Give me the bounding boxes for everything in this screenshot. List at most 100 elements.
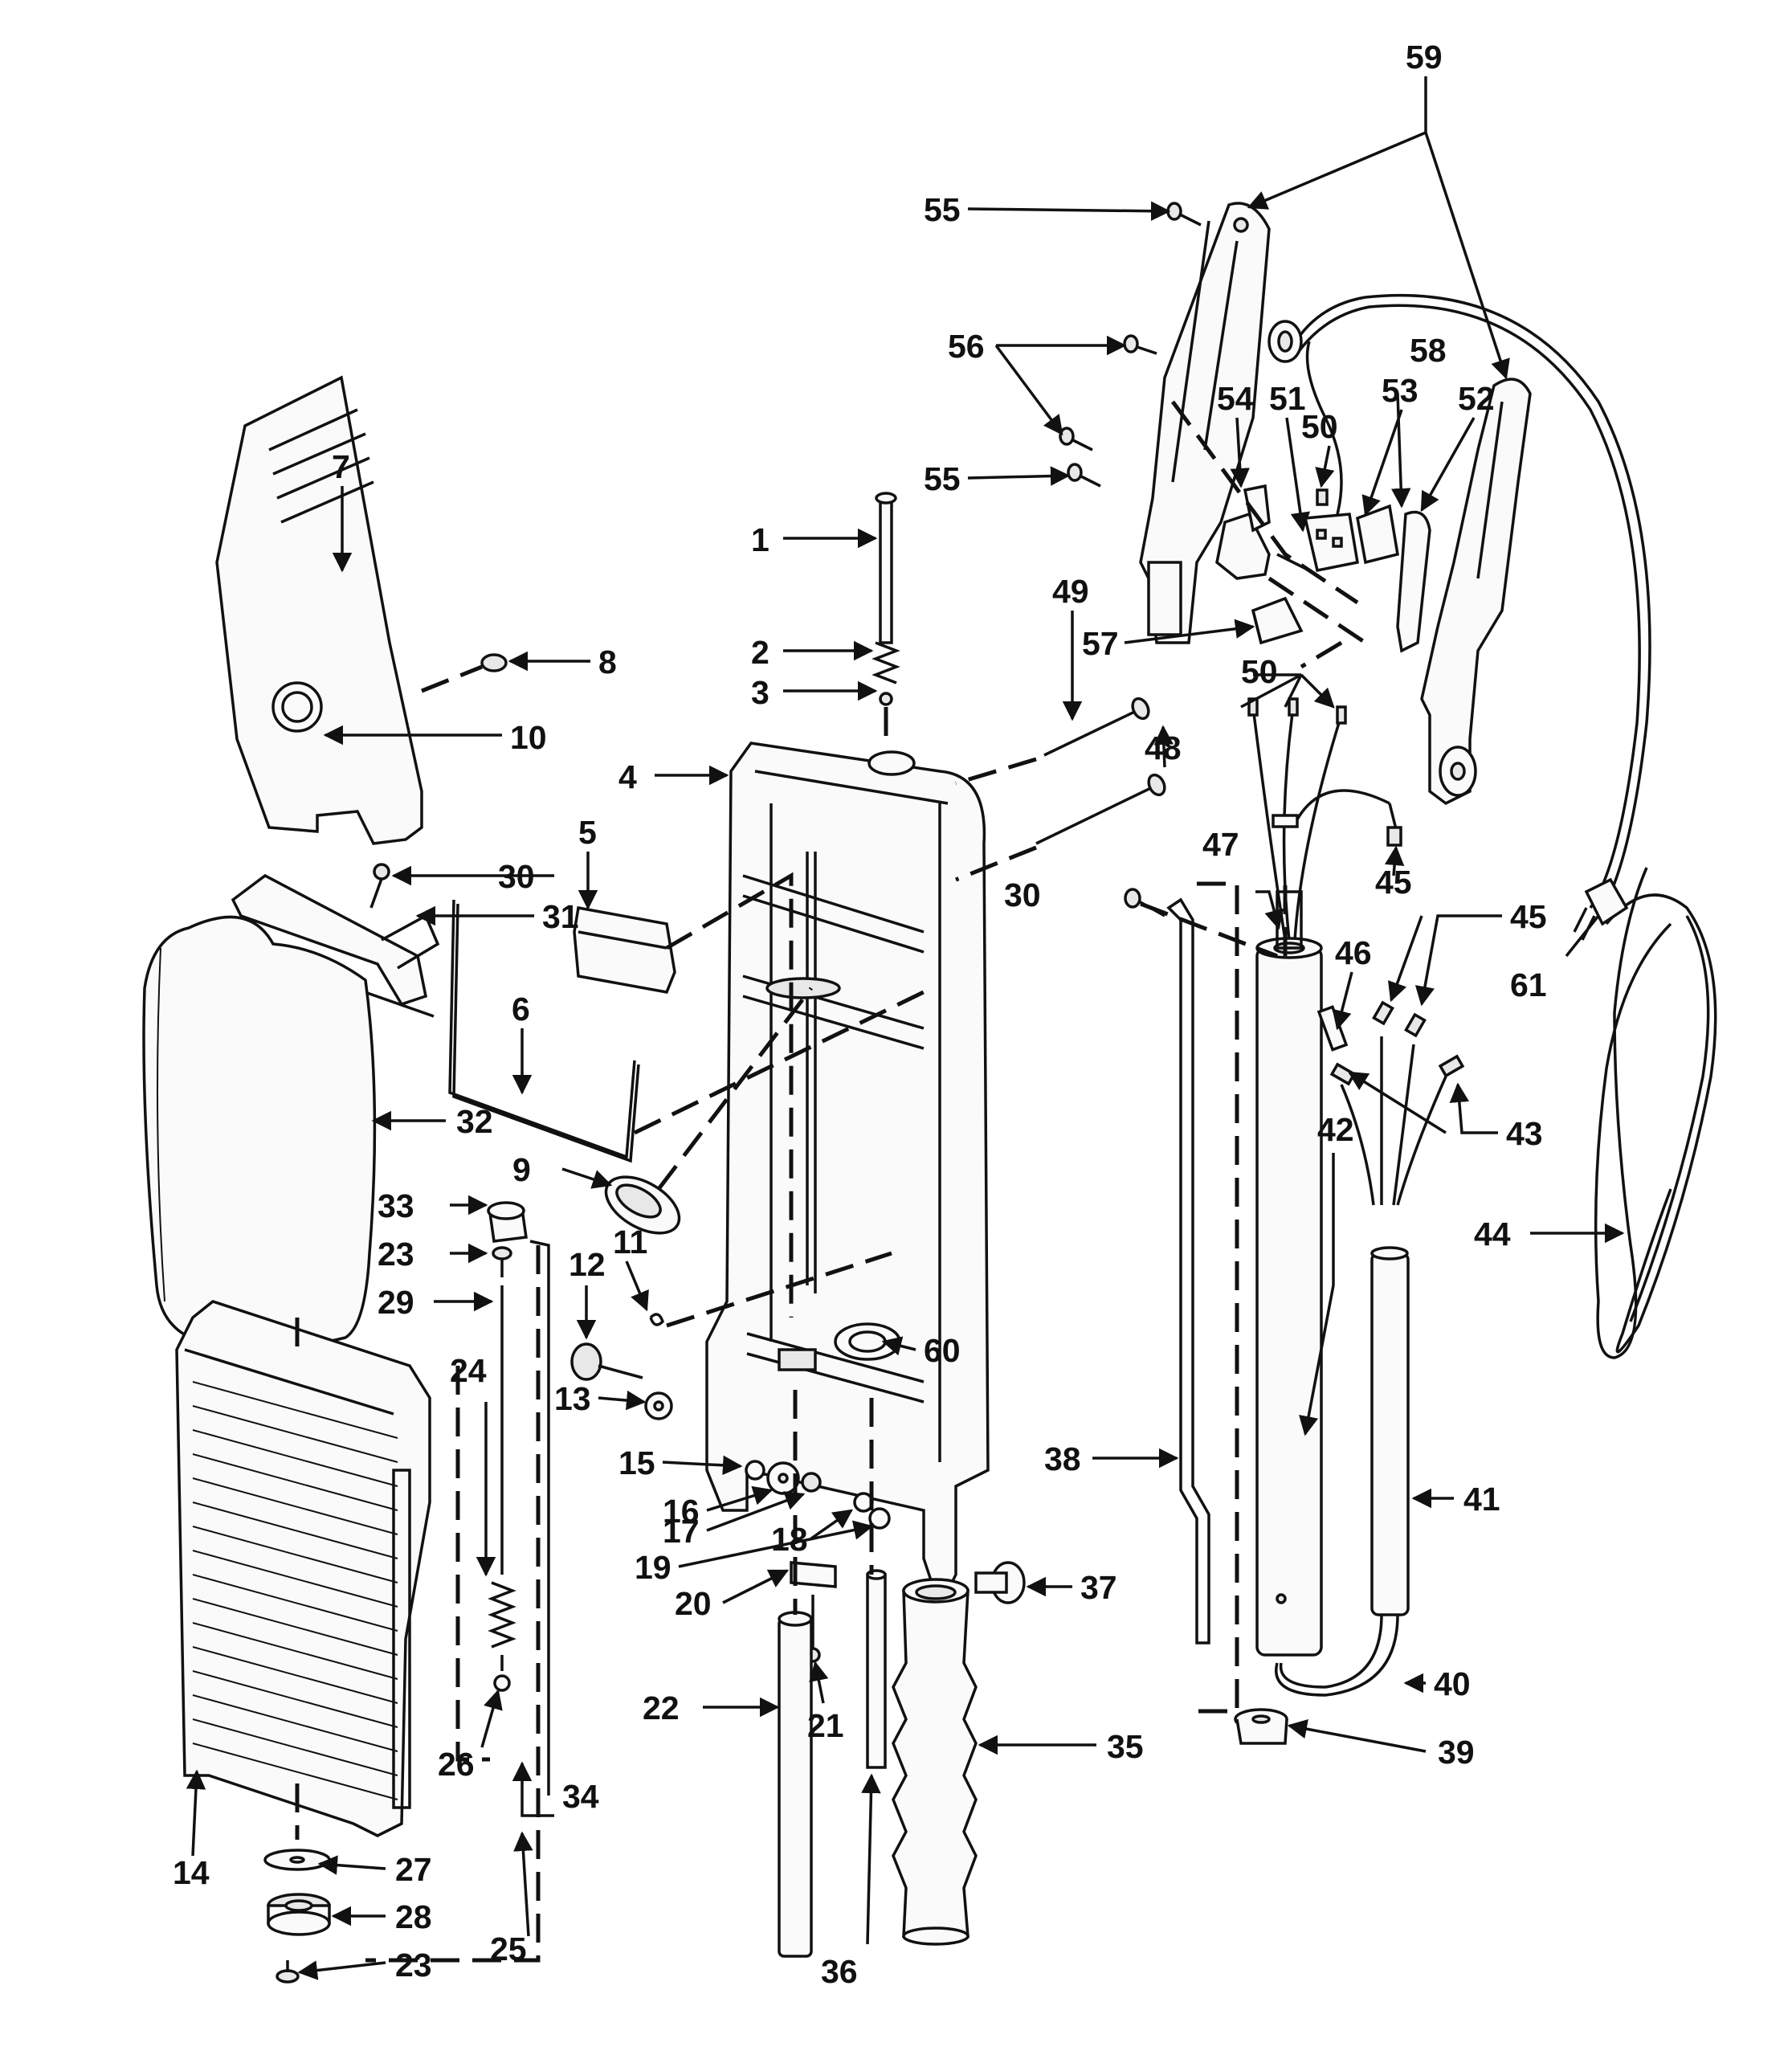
- callout-37: 37: [1080, 1569, 1117, 1606]
- callout-50b: 50: [1241, 653, 1278, 690]
- callout-5: 5: [578, 814, 597, 851]
- callout-39: 39: [1438, 1734, 1475, 1771]
- leader-lines: [186, 76, 1625, 1980]
- callout-23a: 23: [378, 1236, 414, 1273]
- callout-52: 52: [1458, 380, 1495, 417]
- callout-15: 15: [618, 1444, 655, 1481]
- callout-40: 40: [1434, 1665, 1471, 1702]
- callout-47: 47: [1202, 826, 1239, 863]
- callout-6: 6: [512, 991, 530, 1028]
- callout-59: 59: [1406, 39, 1443, 76]
- part-36-rod: [866, 1569, 887, 1769]
- callout-22: 22: [643, 1689, 680, 1726]
- callout-45a: 45: [1375, 864, 1412, 901]
- part-42-main-tube: [1255, 937, 1323, 1657]
- callout-27: 27: [395, 1851, 432, 1888]
- part-14-bag-housing: [175, 1300, 431, 1837]
- callout-24: 24: [450, 1352, 487, 1389]
- part-32-dust-bag: [142, 915, 377, 1350]
- part-24-spring: [488, 1581, 516, 1649]
- callout-57: 57: [1082, 625, 1119, 662]
- callout-35: 35: [1107, 1728, 1144, 1765]
- part-11-clip: [649, 1313, 665, 1326]
- part-54-switch-knob: [1215, 484, 1271, 580]
- callout-12: 12: [569, 1246, 606, 1283]
- part-1-rod: [875, 492, 897, 644]
- part-58-plate: [1356, 504, 1399, 565]
- part-20-bracket: [790, 1561, 837, 1588]
- callout-11: 11: [613, 1224, 647, 1260]
- callout-21: 21: [807, 1707, 844, 1744]
- part-45-terminals-b: [1372, 1000, 1427, 1038]
- callout-17: 17: [663, 1513, 700, 1550]
- callout-7: 7: [332, 448, 350, 485]
- part-12-bolt: [570, 1342, 643, 1381]
- part-57-insert: [1251, 596, 1304, 645]
- callout-48: 48: [1145, 729, 1182, 766]
- part-30-screw-a: [369, 863, 390, 909]
- part-9-grommet: [604, 1175, 681, 1235]
- part-50-terminal-a: [1316, 488, 1329, 506]
- callout-1: 1: [751, 521, 769, 558]
- part-27-washer: [263, 1849, 331, 1871]
- parts-layer: [142, 202, 1717, 1984]
- part-26-washer: [493, 1674, 511, 1692]
- part-23-screw-b: [276, 1960, 300, 1984]
- callout-49: 49: [1052, 573, 1089, 610]
- callout-3: 3: [751, 674, 769, 711]
- assembly-lines: [295, 400, 1367, 1963]
- callout-34: 34: [562, 1778, 599, 1815]
- part-55-screw-b: [1067, 463, 1101, 488]
- callout-10: 10: [510, 719, 547, 756]
- callout-33: 33: [378, 1187, 414, 1224]
- part-53-switch: [1303, 513, 1360, 573]
- callout-46: 46: [1335, 934, 1372, 971]
- callout-41: 41: [1463, 1481, 1500, 1518]
- part-44-power-cord: [1267, 293, 1717, 1359]
- callout-38: 38: [1044, 1440, 1081, 1477]
- part-55-screw-a: [1166, 202, 1202, 227]
- callout-55b: 55: [924, 460, 961, 497]
- callout-54: 54: [1217, 380, 1254, 417]
- callout-45b: 45: [1510, 898, 1547, 935]
- part-37-button: [974, 1561, 1026, 1604]
- callout-20: 20: [675, 1585, 712, 1622]
- part-45-terminal-a: [1386, 803, 1402, 847]
- part-5-foam-pad: [573, 905, 676, 994]
- callout-56: 56: [948, 328, 985, 365]
- part-6-wire-bail: [448, 899, 640, 1163]
- part-59-handle-left: [1139, 202, 1271, 644]
- part-4-handle-housing: [705, 742, 990, 1611]
- callout-58: 58: [1410, 332, 1447, 369]
- callout-30b: 30: [1004, 876, 1041, 913]
- callout-55a: 55: [924, 191, 961, 228]
- part-22-tube: [778, 1611, 813, 1958]
- part-2-spring: [872, 641, 900, 684]
- callout-53: 53: [1382, 372, 1418, 409]
- callout-60: 60: [924, 1332, 961, 1369]
- part-7-top-cover: [215, 375, 423, 845]
- part-33-cap: [487, 1201, 528, 1243]
- callout-19: 19: [635, 1549, 671, 1586]
- callout-32: 32: [456, 1103, 493, 1140]
- part-23-screw-a: [492, 1246, 512, 1277]
- part-50-terminals-b: [1247, 697, 1390, 941]
- part-13-washer: [644, 1391, 673, 1420]
- part-19-washer: [868, 1507, 891, 1530]
- part-3-washer: [879, 692, 893, 706]
- callout-9: 9: [512, 1151, 531, 1188]
- part-35-hand-grip: [892, 1578, 978, 1946]
- callout-26: 26: [438, 1746, 475, 1783]
- part-28-wheel: [267, 1893, 331, 1936]
- part-41-sleeve: [1370, 1246, 1410, 1616]
- part-49-screw: [1043, 697, 1150, 757]
- callout-8: 8: [598, 644, 617, 680]
- part-40-wires: [1275, 1614, 1399, 1697]
- part-48-screw: [1035, 773, 1166, 845]
- callout-23b: 23: [395, 1947, 432, 1984]
- part-38-rod: [1166, 897, 1210, 1645]
- part-52-clip: [1396, 510, 1431, 653]
- part-56-screw: [1123, 334, 1157, 355]
- callout-51: 51: [1269, 380, 1306, 417]
- part-17-nut: [801, 1472, 822, 1493]
